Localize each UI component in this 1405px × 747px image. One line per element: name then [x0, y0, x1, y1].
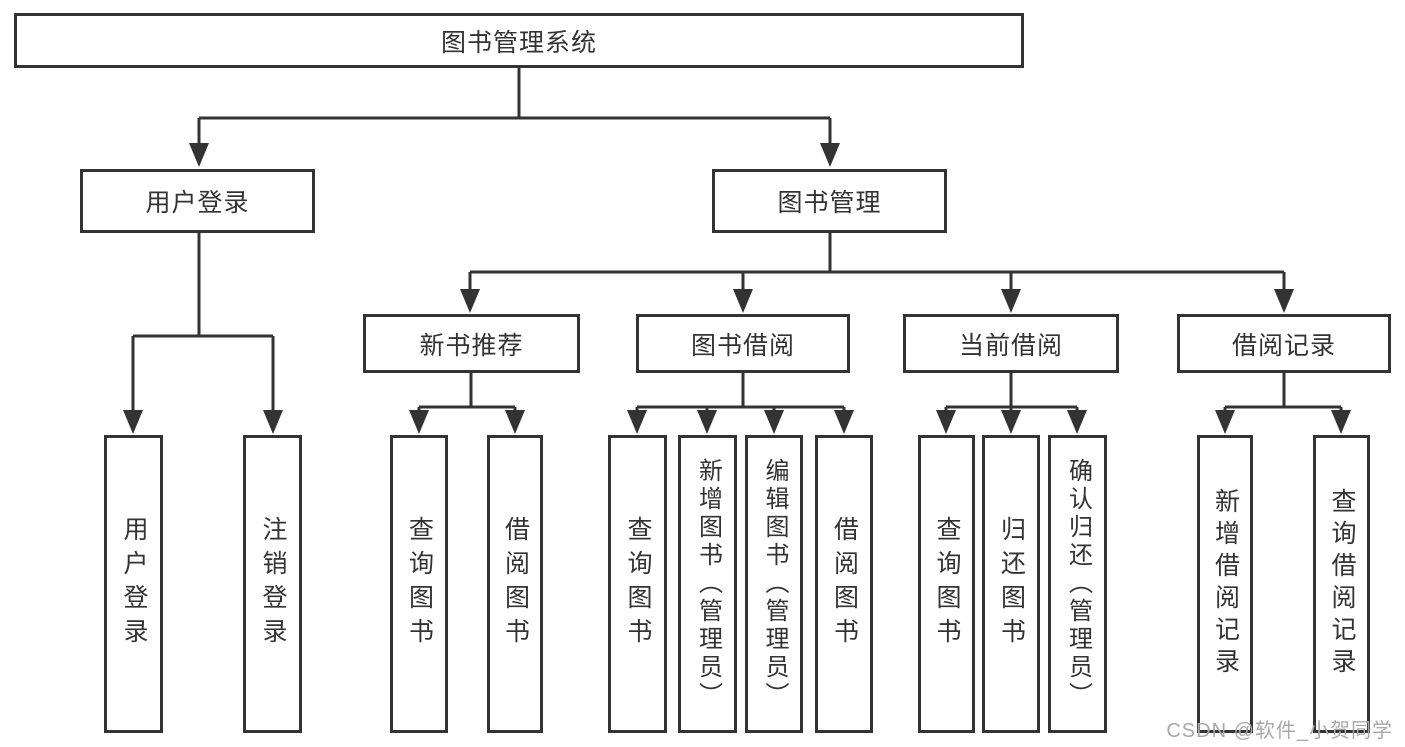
leaf-query-books-recommend: 查询图书 [390, 435, 448, 733]
leaf-label: 查询借阅记录 [1328, 488, 1356, 680]
leaf-label: 借阅图书 [501, 516, 530, 652]
leaf-label: 新增借阅记录 [1211, 488, 1240, 680]
leaf-label: 确认归还（管理员） [1064, 458, 1092, 710]
node-book-management: 图书管理 [712, 169, 947, 233]
leaf-borrow-books: 借阅图书 [815, 435, 873, 733]
node-library-management-system: 图书管理系统 [14, 13, 1024, 68]
node-label: 当前借阅 [958, 331, 1063, 360]
node-new-book-recommend: 新书推荐 [363, 314, 580, 373]
leaf-return-book: 归还图书 [982, 435, 1040, 733]
node-label: 图书管理系统 [440, 28, 597, 57]
leaf-label: 查询图书 [933, 516, 961, 652]
leaf-logout: 注销登录 [243, 435, 302, 733]
arrowheads [123, 143, 1351, 434]
node-label: 借阅记录 [1231, 331, 1336, 360]
node-label: 用户登录 [145, 189, 250, 217]
node-label: 新书推荐 [419, 331, 524, 360]
leaf-borrow-books-recommend: 借阅图书 [487, 435, 543, 733]
leaf-label: 查询图书 [624, 516, 652, 652]
leaf-label: 用户登录 [120, 516, 148, 652]
leaf-label: 新增图书（管理员） [694, 458, 722, 710]
leaf-add-book-admin: 新增图书（管理员） [678, 435, 737, 733]
leaf-edit-book-admin: 编辑图书（管理员） [745, 435, 803, 733]
leaf-query-borrow-record: 查询借阅记录 [1313, 435, 1370, 733]
node-label: 图书管理 [777, 189, 882, 217]
node-user-login: 用户登录 [80, 169, 315, 233]
node-book-borrow: 图书借阅 [636, 314, 850, 373]
leaf-label: 借阅图书 [830, 516, 859, 652]
leaf-label: 查询图书 [405, 516, 434, 652]
leaf-query-books-borrow: 查询图书 [608, 435, 667, 733]
node-current-borrow: 当前借阅 [903, 314, 1119, 373]
leaf-label: 编辑图书（管理员） [761, 458, 788, 710]
leaf-add-borrow-record: 新增借阅记录 [1197, 435, 1253, 733]
watermark-csdn: CSDN @软件_小贺同学 [1166, 720, 1393, 742]
leaf-user-login: 用户登录 [104, 435, 163, 733]
leaf-label: 归还图书 [997, 516, 1026, 652]
leaf-query-books-current: 查询图书 [918, 435, 975, 733]
node-label: 图书借阅 [690, 331, 795, 360]
node-borrow-records: 借阅记录 [1177, 314, 1391, 373]
leaf-label: 注销登录 [259, 516, 287, 652]
leaf-confirm-return-admin: 确认归还（管理员） [1048, 435, 1107, 733]
